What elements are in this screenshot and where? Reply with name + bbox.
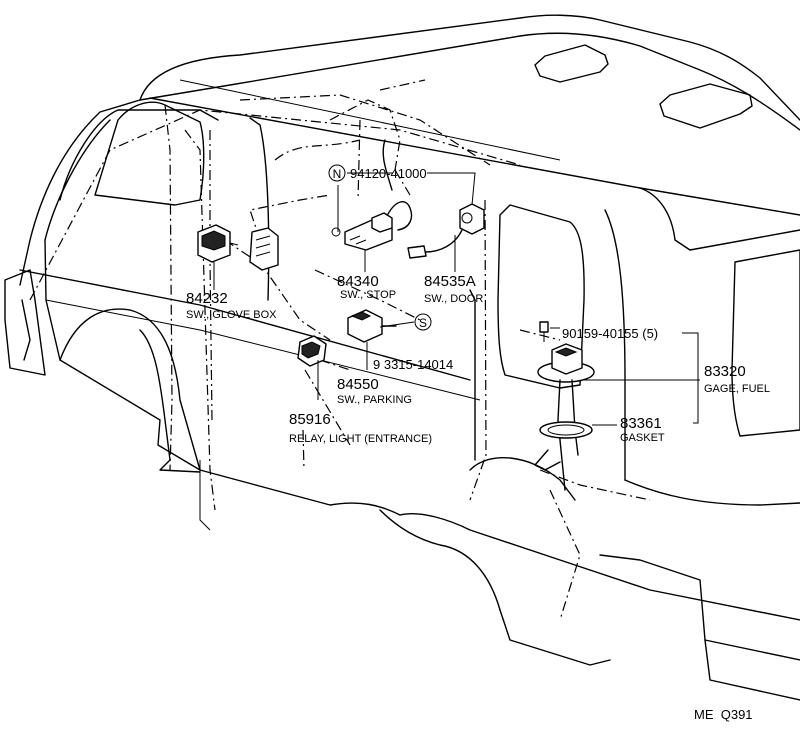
parking-switch-number: 84550 [337,376,379,393]
n-part-number: 94120-41000 [350,166,427,181]
n-symbol: N [328,164,346,182]
glove-box-switch-desc: SW., GLOVE BOX [186,309,277,321]
stop-switch-number: 84340 [337,273,379,290]
gasket-part [539,421,593,439]
screw-number: 90159-40155 (5) [562,326,658,341]
door-switch-number: 84535A [424,273,476,290]
n-symbol-letter: N [333,167,342,181]
screw-part [539,321,549,342]
gasket-number: 83361 [620,415,662,432]
relay-desc: RELAY, LIGHT (ENTRANCE) [289,433,432,445]
fuel-gage-desc: GAGE, FUEL [704,383,770,395]
bracket-part [249,227,279,271]
door-switch-part [407,203,485,259]
stop-switch-desc: SW., STOP [340,289,396,301]
relay-part [297,335,327,367]
leader-lines [213,172,700,426]
locator-lines [29,79,651,621]
fuel-gage-number: 83320 [704,363,746,380]
glove-box-switch-part [197,224,239,263]
door-switch-desc: SW., DOOR [424,293,483,305]
glove-box-switch-number: 84232 [186,290,228,307]
stop-switch-part [331,139,413,251]
gasket-desc: GASKET [620,432,665,444]
s-symbol: S [414,313,432,331]
parking-switch-desc: SW., PARKING [337,394,412,406]
van-body-outline [4,14,800,701]
s-part-number: 9 3315-14014 [373,357,453,372]
figure-code: ME Q391 [694,707,753,722]
relay-number: 85916 [289,411,331,428]
s-symbol-letter: S [419,316,427,330]
